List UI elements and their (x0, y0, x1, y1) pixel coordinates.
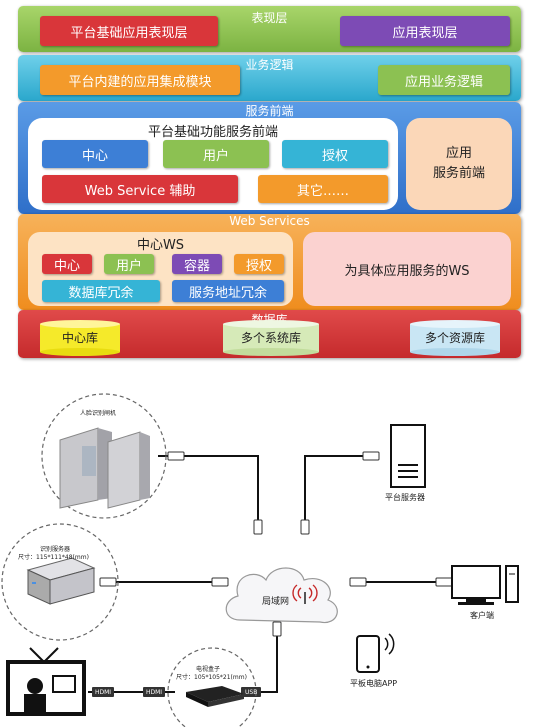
center-ws-panel: 中心WS 中心 用户 容器 授权 数据库冗余 服务地址冗余 (28, 232, 293, 306)
resource-db-cylinder (410, 320, 500, 356)
recognition-server-size: 尺寸：115*111*48(mm) (18, 554, 89, 561)
hdmi-port-label-2: HDMI (146, 689, 163, 696)
face-gate-icon (59, 427, 150, 509)
web-services-layer: Web Services 中心WS 中心 用户 容器 授权 数据库冗余 服务地址… (18, 214, 521, 310)
lan-label: 局域网 (262, 597, 290, 607)
recognition-server-label: 识别服务器 (40, 546, 71, 553)
ws-item-center: 中心 (42, 254, 92, 274)
frontend-item-center: 中心 (42, 140, 148, 168)
system-db-label: 多个系统库 (240, 331, 301, 345)
system-db-cylinder (223, 320, 319, 356)
client-label: 客户端 (470, 611, 494, 620)
business-logic-layer: 业务逻辑 平台内建的应用集成模块 应用业务逻辑 (18, 55, 521, 101)
tv-box-size: 尺寸：105*105*21(mm) (176, 674, 247, 681)
address-redundancy-block: 服务地址冗余 (172, 280, 284, 302)
center-ws-title: 中心WS (136, 238, 185, 253)
database-layer: 数据库 中心库 多个系统库 多个资源库 (18, 310, 521, 358)
tv-box-label: 电视盒子 (196, 666, 221, 673)
platform-integration-block: 平台内建的应用集成模块 (40, 65, 240, 95)
ws-item-auth: 授权 (234, 254, 284, 274)
tablet-icon (356, 633, 395, 673)
frontend-item-ws-helper: Web Service 辅助 (42, 175, 238, 203)
app-frontend-line2: 服务前端 (432, 166, 485, 181)
service-frontend-title: 服务前端 (245, 104, 294, 118)
app-presentation-block: 应用表现层 (340, 16, 510, 46)
platform-presentation-block: 平台基础应用表现层 (40, 16, 218, 46)
usb-port-label: USB (245, 689, 258, 696)
wifi-icon (292, 584, 318, 604)
tv-box-icon (186, 686, 244, 707)
platform-frontend-panel: 平台基础功能服务前端 中心 用户 授权 Web Service 辅助 其它…… (28, 118, 398, 210)
center-db-label: 中心库 (61, 331, 98, 345)
presentation-layer: 表现层 平台基础应用表现层 应用表现层 (18, 6, 521, 52)
network-lines (1, 393, 519, 727)
hdmi-port-label-1: HDMI (95, 689, 112, 696)
service-frontend-layer: 服务前端 平台基础功能服务前端 中心 用户 授权 Web Service 辅助 … (18, 102, 521, 214)
resource-db-label: 多个资源库 (424, 331, 485, 345)
face-gate-label: 人脸识别闸机 (80, 410, 117, 417)
web-services-title: Web Services (229, 214, 310, 228)
frontend-item-other: 其它…… (258, 175, 388, 203)
lan-cloud-icon (225, 567, 338, 624)
frontend-item-auth: 授权 (282, 140, 388, 168)
db-redundancy-block: 数据库冗余 (42, 280, 160, 302)
app-business-block: 应用业务逻辑 (378, 65, 510, 95)
presentation-layer-title: 表现层 (251, 11, 288, 25)
app-frontend-line1: 应用 (445, 146, 472, 161)
app-ws-panel: 为具体应用服务的WS (303, 232, 511, 306)
platform-frontend-title: 平台基础功能服务前端 (147, 125, 278, 140)
platform-server-label: 平台服务器 (385, 493, 425, 502)
tv-icon (6, 647, 86, 716)
center-db-cylinder (40, 320, 120, 356)
frontend-item-user: 用户 (163, 140, 269, 168)
platform-server-icon (390, 424, 426, 488)
ws-item-user: 用户 (104, 254, 154, 274)
client-pc-icon (451, 565, 519, 605)
ws-item-container: 容器 (172, 254, 222, 274)
recognition-server-icon (26, 557, 96, 605)
app-frontend-panel: 应用 服务前端 (406, 118, 512, 210)
business-layer-title: 业务逻辑 (245, 58, 294, 72)
tablet-label: 平板电脑APP (350, 679, 398, 688)
